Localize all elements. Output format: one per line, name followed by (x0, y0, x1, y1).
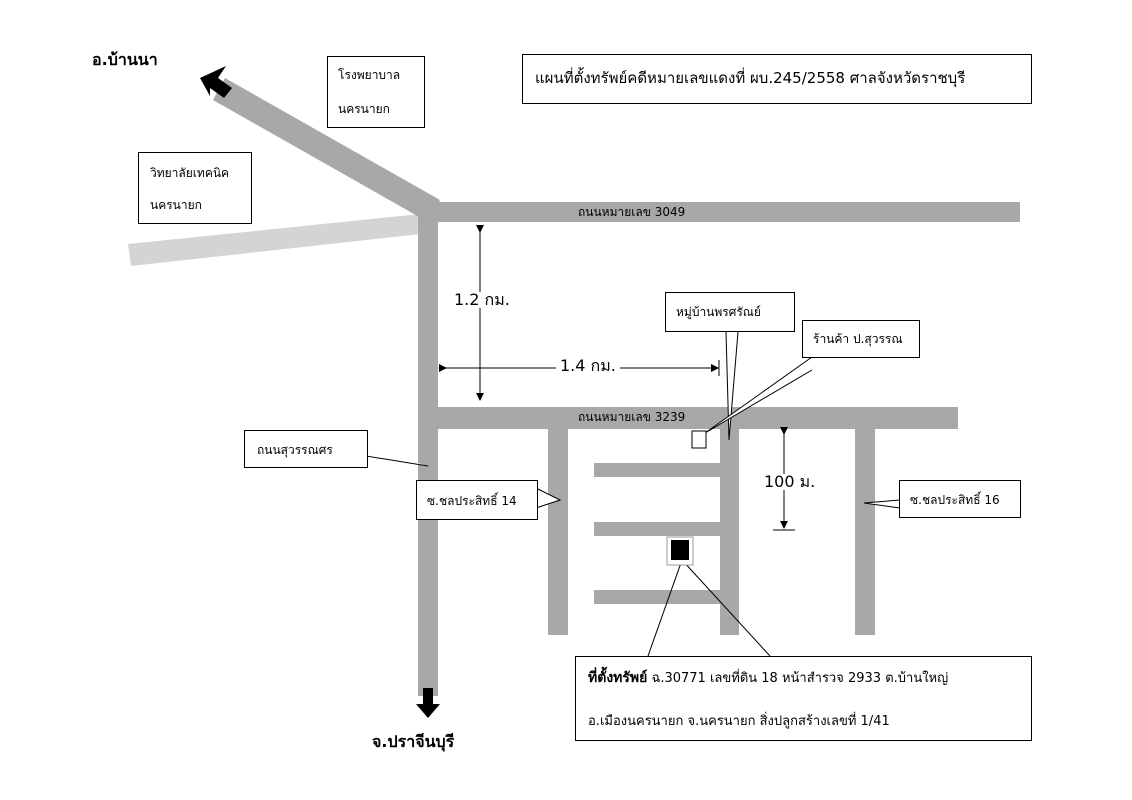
college-label-line2: นครนายก (150, 198, 202, 212)
property-line1: ที่ตั้งทรัพย์ ฉ.30771 เลขที่ดิน 18 หน้าส… (588, 671, 948, 685)
road-suwannasorn (418, 202, 438, 696)
shop-label: ร้านค้า ป.สุวรรณ (813, 332, 903, 346)
distance-1-4km: 1.4 กม. (556, 358, 620, 374)
college-box: วิทยาลัยเทคนิค นครนายก (138, 152, 252, 224)
soi-16-label: ซ.ชลประสิทธิ์ 16 (910, 493, 1000, 507)
direction-south-label: จ.ปราจีนบุรี (372, 732, 455, 751)
road-village-lane-2 (594, 522, 720, 536)
soi-14-label: ซ.ชลประสิทธิ์ 14 (427, 494, 517, 508)
road-3239-label: ถนนหมายเลข 3239 (578, 410, 686, 424)
road-to-ban-na (213, 78, 440, 222)
road-soi-14 (548, 429, 568, 635)
road-village-lane-1 (594, 463, 720, 477)
property-marker (671, 540, 689, 560)
road-soi-16 (855, 429, 875, 635)
road-3239 (438, 407, 958, 429)
title-box: แผนที่ตั้งทรัพย์คดีหมายเลขแดงที่ ผบ.245/… (522, 54, 1032, 104)
road-3049 (418, 202, 1020, 222)
property-heading: ที่ตั้งทรัพย์ (588, 670, 648, 686)
arrow-south-icon (416, 688, 440, 718)
distance-100m: 100 ม. (760, 474, 820, 490)
road-village-lane-3 (594, 590, 720, 604)
village-label: หมู่บ้านพรศรัณย์ (676, 305, 761, 319)
property-detail-1: ฉ.30771 เลขที่ดิน 18 หน้าสำรวจ 2933 ต.บ้… (647, 671, 949, 686)
shop-marker (691, 430, 707, 449)
arrow-north-icon (200, 66, 232, 98)
property-line2: อ.เมืองนครนายก จ.นครนายก สิ่งปลูกสร้างเล… (588, 714, 890, 729)
soi-14-box: ซ.ชลประสิทธิ์ 14 (416, 480, 538, 520)
soi-16-box: ซ.ชลประสิทธิ์ 16 (899, 480, 1021, 518)
village-box: หมู่บ้านพรศรัณย์ (665, 292, 795, 332)
suwannasorn-label: ถนนสุวรรณศร (257, 443, 333, 457)
road-3049-label: ถนนหมายเลข 3049 (578, 205, 686, 219)
callout-soi-14 (535, 487, 562, 509)
road-village-main (720, 429, 739, 635)
property-box: ที่ตั้งทรัพย์ ฉ.30771 เลขที่ดิน 18 หน้าส… (575, 656, 1032, 741)
callout-village (725, 331, 739, 441)
college-label-line1: วิทยาลัยเทคนิค (150, 166, 230, 180)
hospital-label-line2: นครนายก (338, 102, 390, 116)
shop-box: ร้านค้า ป.สุวรรณ (802, 320, 920, 358)
callout-soi-16 (863, 499, 901, 509)
map-title: แผนที่ตั้งทรัพย์คดีหมายเลขแดงที่ ผบ.245/… (535, 69, 966, 87)
distance-1-2km: 1.2 กม. (450, 292, 514, 308)
road-to-college (128, 213, 430, 266)
hospital-box: โรงพยาบาล นครนายก (327, 56, 425, 128)
suwannasorn-box: ถนนสุวรรณศร (244, 430, 368, 468)
hospital-label-line1: โรงพยาบาล (338, 68, 401, 82)
direction-north-label: อ.บ้านนา (92, 50, 158, 69)
callout-property (647, 559, 771, 657)
